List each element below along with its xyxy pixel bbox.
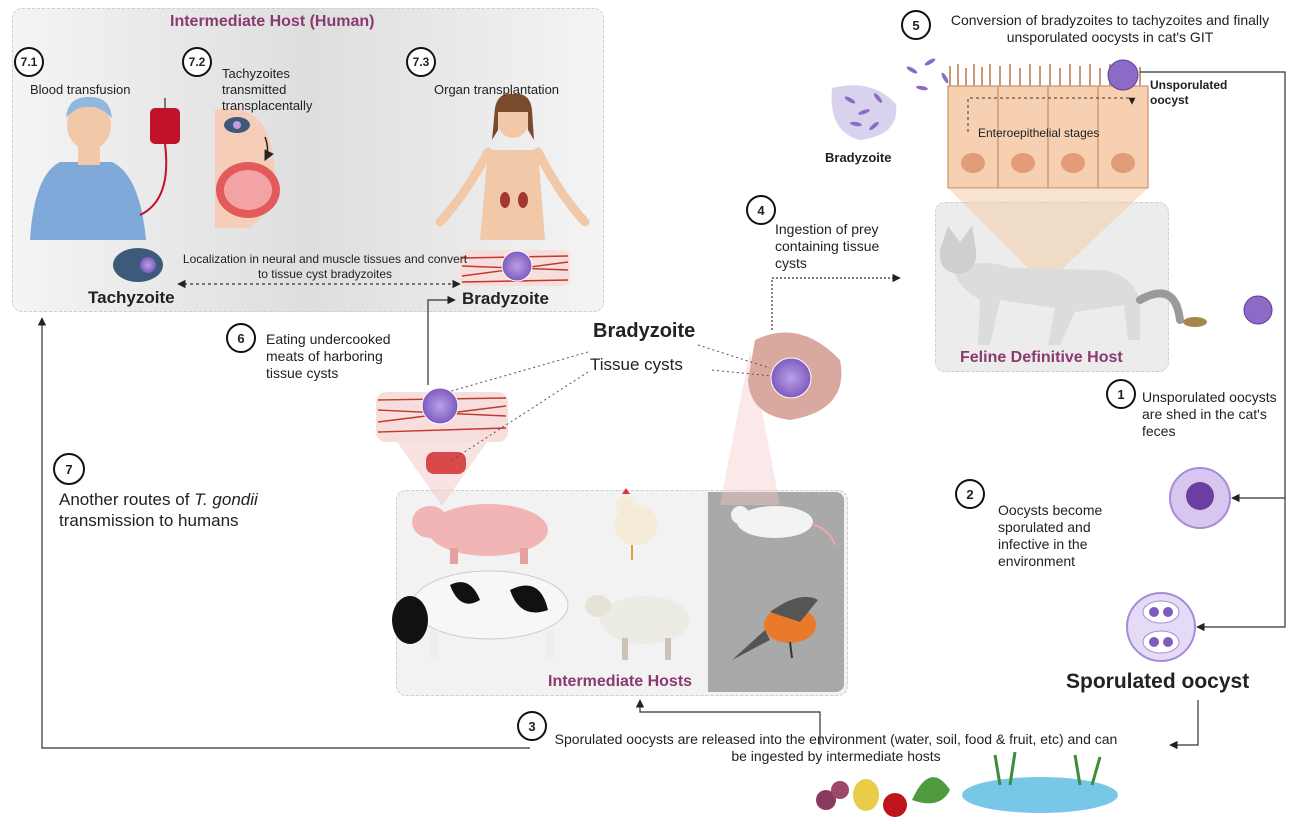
bradyzoite-human-label: Bradyzoite <box>462 289 549 309</box>
step-6-label: Eating undercooked meats of harboring ti… <box>266 331 416 382</box>
unsporulated-oocyst-label: Unsporulated oocyst <box>1150 78 1236 108</box>
center-muscle-cyst-illustration <box>376 388 508 506</box>
step-5-label: Conversion of bradyzoites to tachyzoites… <box>935 12 1285 46</box>
cow-illustration <box>392 571 568 660</box>
tachyzoite-label: Tachyzoite <box>88 288 175 308</box>
step-5-badge: 5 <box>901 10 931 40</box>
step-7-label-species: T. gondii <box>194 490 258 509</box>
enteroepithelial-label: Enteroepithelial stages <box>978 126 1099 141</box>
organ-transplant-woman-illustration <box>440 94 585 240</box>
step-3-label: Sporulated oocysts are released into the… <box>546 731 1126 765</box>
bradyzoite-cluster-illustration <box>832 57 950 140</box>
route-7-1-label: Blood transfusion <box>30 82 130 98</box>
step-7-label-post: transmission to humans <box>59 511 239 530</box>
step-1-badge: 1 <box>1106 379 1136 409</box>
pregnancy-illustration <box>215 108 280 228</box>
step-4-badge: 4 <box>746 195 776 225</box>
sporulating-oocyst-illustration <box>1170 468 1230 528</box>
step-2-label: Oocysts become sporulated and infective … <box>998 502 1113 570</box>
step-4-label: Ingestion of prey containing tissue cyst… <box>775 221 905 272</box>
blood-transfusion-person-illustration <box>30 97 180 240</box>
step-3-badge: 3 <box>517 711 547 741</box>
step-7-label: Another routes of T. gondii transmission… <box>59 489 319 531</box>
sporulated-oocyst-illustration <box>1127 593 1195 661</box>
localization-label: Localization in neural and muscle tissue… <box>180 252 470 282</box>
step-7-1-badge: 7.1 <box>14 47 44 77</box>
chicken-illustration <box>614 488 658 560</box>
human-panel-title: Intermediate Host (Human) <box>170 13 374 31</box>
step-7-label-pre: Another routes of <box>59 490 194 509</box>
step-7-2-badge: 7.2 <box>182 47 212 77</box>
sporulated-oocyst-label: Sporulated oocyst <box>1066 670 1249 694</box>
center-brain-cyst-illustration <box>720 332 841 505</box>
route-7-3-label: Organ transplantation <box>434 82 559 98</box>
route-7-2-label: Tachyzoites transmitted transplacentally <box>222 66 354 114</box>
step-6-badge: 6 <box>226 323 256 353</box>
pig-illustration <box>412 504 548 564</box>
cat-illustration <box>940 226 1272 345</box>
intermediate-hosts-title: Intermediate Hosts <box>548 673 692 691</box>
tissue-cysts-label: Tissue cysts <box>590 355 683 375</box>
center-bradyzoite-label: Bradyzoite <box>593 320 695 343</box>
mouse-illustration <box>731 506 835 545</box>
step-1-label: Unsporulated oocysts are shed in the cat… <box>1142 389 1282 440</box>
sheep-illustration <box>585 595 690 660</box>
step-2-badge: 2 <box>955 479 985 509</box>
feline-panel-title: Feline Definitive Host <box>960 349 1123 367</box>
robin-illustration <box>732 597 818 660</box>
muscle-cyst-illustration-human <box>460 250 570 286</box>
tachyzoite-cell-illustration <box>113 248 163 282</box>
gut-bradyzoite-label: Bradyzoite <box>825 150 891 166</box>
step-7-badge: 7 <box>53 453 85 485</box>
step-7-3-badge: 7.3 <box>406 47 436 77</box>
gut-epithelium-illustration <box>948 60 1148 285</box>
